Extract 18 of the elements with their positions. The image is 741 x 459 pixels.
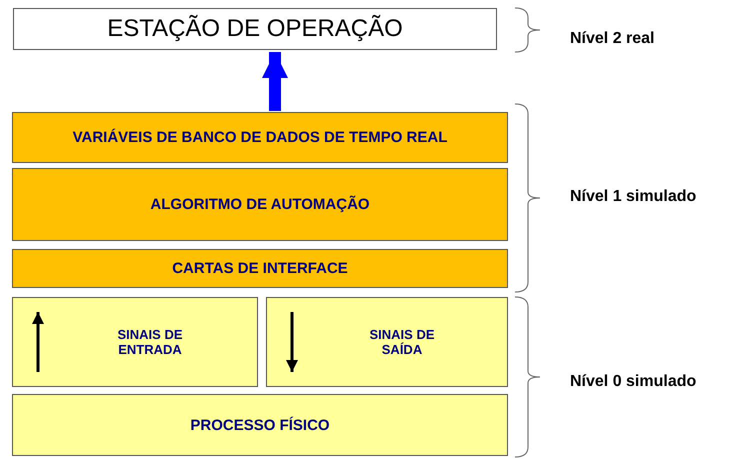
layer-title: SINAIS DE ENTRADA	[116, 327, 184, 357]
layer-box	[12, 297, 258, 387]
level-label: Nível 0 simulado	[570, 373, 696, 391]
layer-title: ALGORITMO DE AUTOMAÇÃO	[150, 196, 370, 213]
layer-box	[12, 394, 508, 456]
layer-box	[12, 112, 508, 163]
layer-title: SINAIS DE SAÍDA	[368, 327, 436, 357]
layer-box	[266, 297, 508, 387]
layer-box	[12, 168, 508, 241]
layer-title: CARTAS DE INTERFACE	[172, 260, 348, 277]
layer-title: ESTAÇÃO DE OPERAÇÃO	[107, 15, 403, 43]
level-label: Nível 2 real	[570, 30, 654, 48]
layer-title: PROCESSO FÍSICO	[190, 416, 330, 434]
station-box	[13, 8, 497, 50]
arrow	[262, 52, 288, 111]
layer-box	[12, 249, 508, 288]
level-label: Nível 1 simulado	[570, 188, 696, 206]
layer-title: VARIÁVEIS DE BANCO DE DADOS DE TEMPO REAL	[72, 129, 448, 146]
